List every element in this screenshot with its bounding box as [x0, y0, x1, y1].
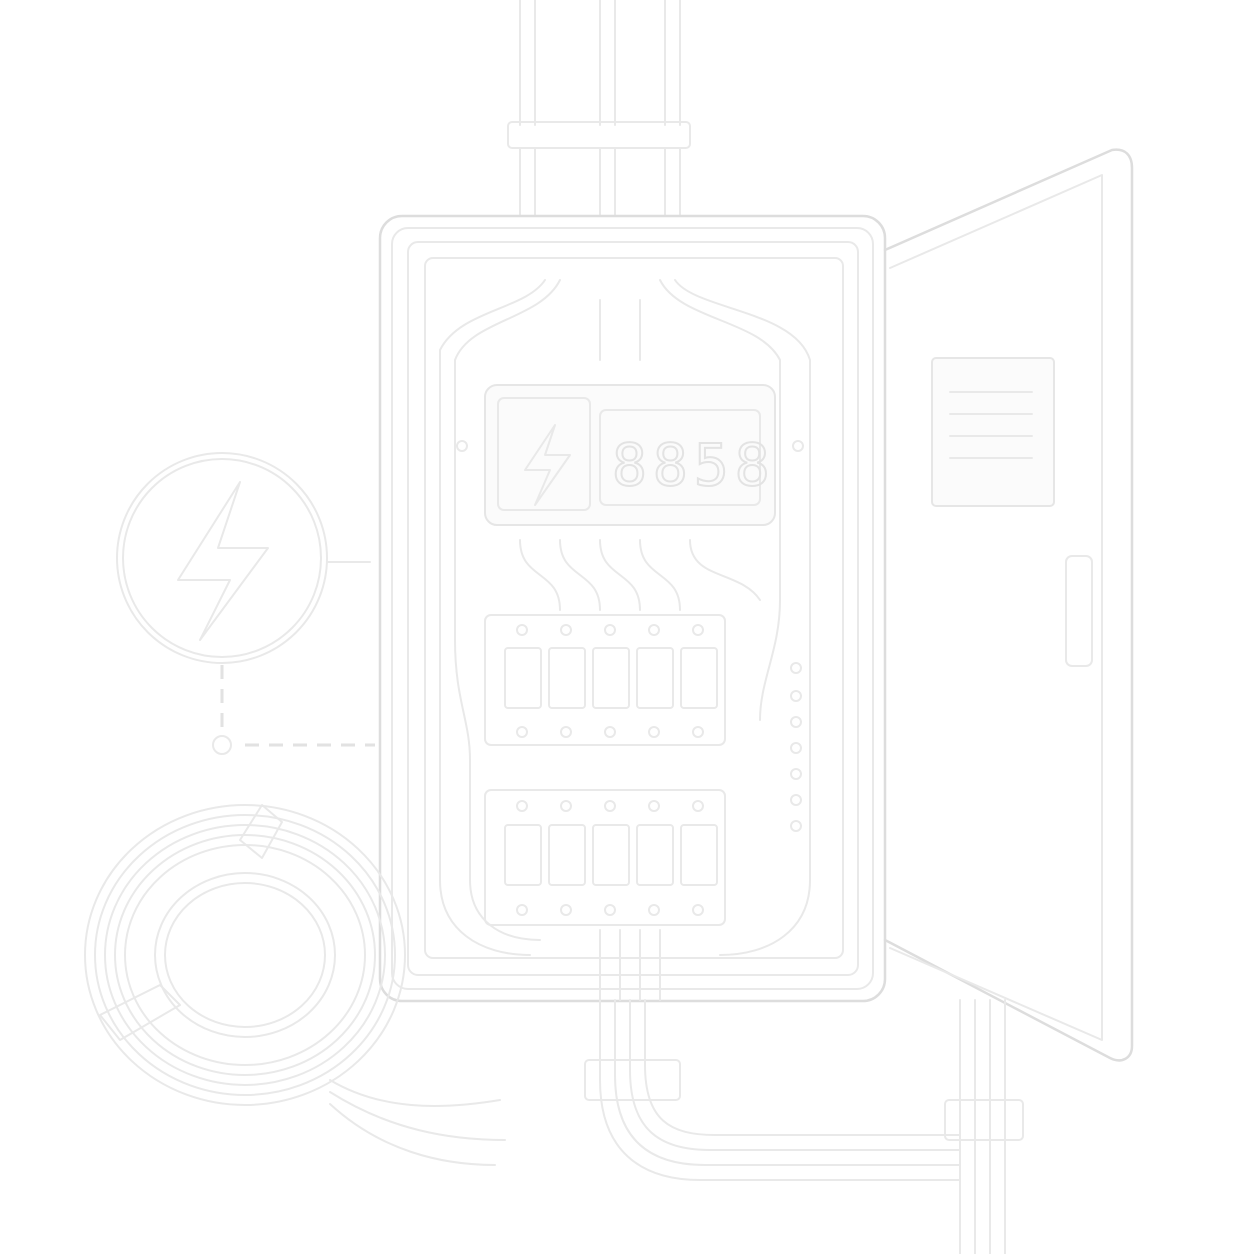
lightning-badge: [116, 452, 375, 755]
terminal-strip: [790, 662, 802, 832]
lightning-bolt-icon: [177, 481, 269, 641]
cable-coil-icon: [84, 804, 506, 1166]
cabinet-door: [883, 148, 1134, 1062]
breaker-row-1: [484, 614, 726, 746]
meter-display: 8858: [612, 431, 776, 499]
door-label-card: [931, 357, 1055, 507]
panel-cabinet: [378, 214, 887, 1003]
meter-bolt-icon: [524, 424, 571, 506]
bottom-conduits: [584, 999, 1024, 1254]
breaker-row-2: [484, 789, 726, 926]
electricity-meter: 8858: [484, 384, 776, 526]
top-conduits: [507, 0, 691, 216]
door-handle: [1065, 555, 1093, 667]
